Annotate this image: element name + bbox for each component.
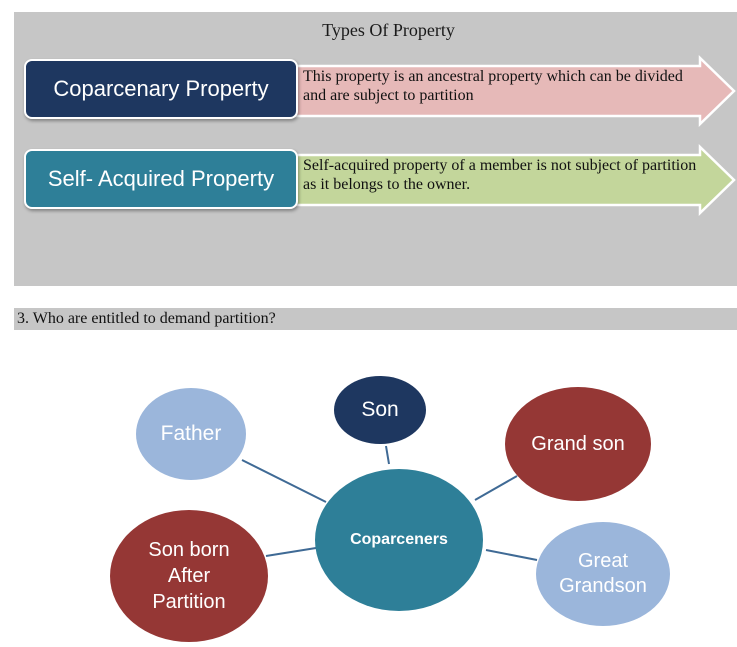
- coparcenary-arrow: [294, 55, 736, 127]
- connector-son-born-after: [265, 547, 317, 557]
- great-grandson-node: [536, 522, 670, 626]
- coparcenary-description: This property is an ancestral property w…: [303, 68, 683, 104]
- self-acquired-arrow: [294, 144, 736, 216]
- father-node: [136, 388, 246, 480]
- connector-father: [241, 459, 327, 503]
- father-label: Father: [160, 422, 222, 445]
- grand-son-label: Grand son: [531, 432, 625, 455]
- coparcenary-property-box: Coparcenary Property: [24, 59, 298, 119]
- question-bar: 3. Who are entitled to demand partition?: [14, 308, 737, 330]
- son-label: Son: [361, 398, 399, 421]
- self-acquired-description: Self-acquired property of a member is no…: [303, 157, 697, 193]
- question-text: 3. Who are entitled to demand partition?: [17, 310, 276, 327]
- panel-title: Types Of Property: [322, 20, 455, 40]
- son-born-after-partition-label: Son born After Partition: [148, 539, 230, 613]
- coparceners-node: [315, 469, 483, 611]
- coparceners-label: Coparceners: [350, 531, 448, 548]
- self-acquired-property-box: Self- Acquired Property: [24, 149, 298, 209]
- arrows-layer: [294, 55, 736, 216]
- connector-son: [385, 445, 390, 465]
- coparceners-diagram: [110, 376, 670, 642]
- grand-son-node: [505, 387, 651, 501]
- connector-great-grandson: [485, 549, 538, 561]
- son-node: [334, 376, 426, 444]
- connector-grand-son: [474, 475, 518, 501]
- great-grandson-label: Great Grandson: [559, 550, 647, 597]
- son-born-after-partition-node: [110, 510, 268, 642]
